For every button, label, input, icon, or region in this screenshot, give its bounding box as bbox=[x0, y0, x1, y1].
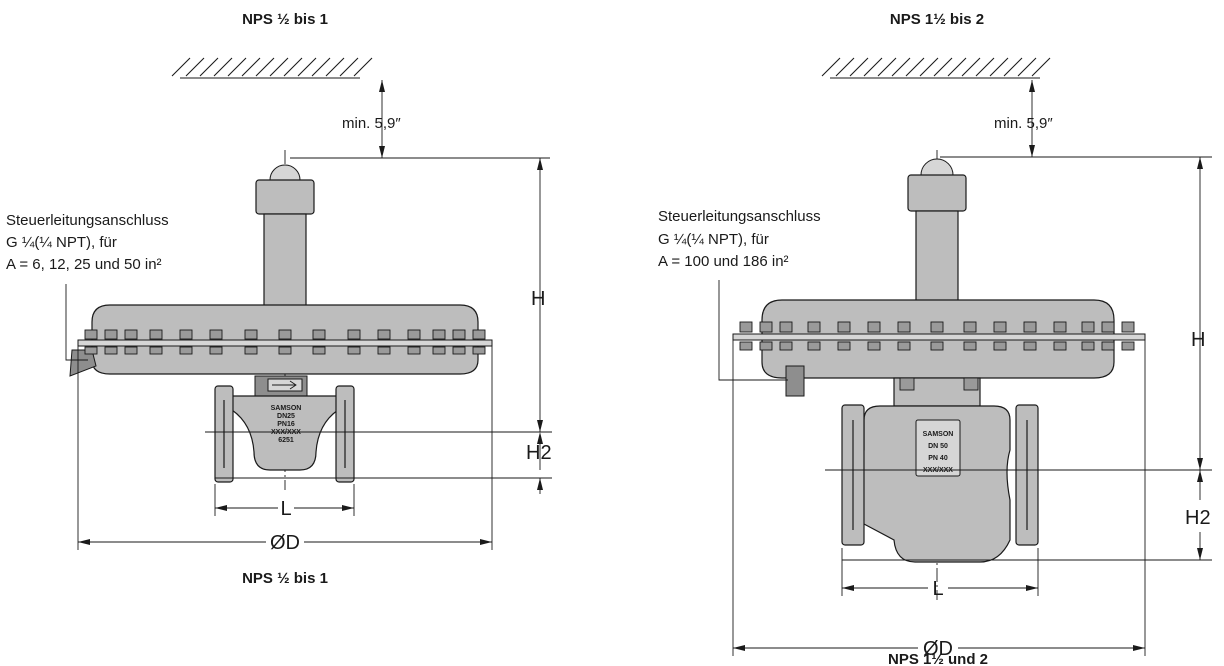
left-regulator: SAMSON DN25 PN16 XXX/XXX 6251 bbox=[69, 150, 493, 490]
svg-text:XXX/XXX: XXX/XXX bbox=[271, 429, 301, 436]
left-name-plate: SAMSON DN25 PN16 XXX/XXX 6251 bbox=[271, 405, 302, 444]
right-title-top: NPS 1½ bis 2 bbox=[890, 11, 984, 28]
svg-text:6251: 6251 bbox=[278, 437, 294, 444]
left-min-clearance-label: min. 5,9″ bbox=[342, 115, 401, 132]
left-dim-D-label: ØD bbox=[270, 532, 300, 554]
right-callout-line-1: Steuerleitungsanschluss bbox=[658, 208, 821, 225]
left-flange-bolts bbox=[84, 329, 486, 355]
left-title-bottom: NPS ½ bis 1 bbox=[242, 570, 328, 587]
svg-text:PN16: PN16 bbox=[277, 421, 295, 428]
svg-text:DN25: DN25 bbox=[277, 413, 295, 420]
right-regulator: SAMSON DN 50 PN 40 XXX/XXX bbox=[732, 150, 1146, 600]
svg-text:PN 40: PN 40 bbox=[928, 455, 948, 462]
left-dim-H2-label: H2 bbox=[526, 442, 552, 464]
left-dim-L-label: L bbox=[280, 498, 291, 520]
left-min-clearance-dimension: min. 5,9″ bbox=[290, 80, 550, 159]
right-callout-line-3: A = 100 und 186 in² bbox=[658, 253, 789, 270]
right-dim-H2-label: H2 bbox=[1185, 507, 1211, 529]
right-dim-D: ØD bbox=[732, 340, 1146, 660]
right-view: NPS 1½ bis 2 min. 5,9″ bbox=[658, 11, 1212, 666]
right-flange-bolts bbox=[739, 321, 1135, 351]
left-dim-L: L bbox=[214, 484, 355, 520]
left-dim-D: ØD bbox=[77, 346, 493, 554]
left-callout-line-2: G ¼(¼ NPT), für bbox=[6, 234, 117, 251]
right-dim-H-label: H bbox=[1191, 329, 1205, 351]
right-callout: Steuerleitungsanschluss G ¼(¼ NPT), für … bbox=[658, 208, 821, 381]
right-min-clearance-label: min. 5,9″ bbox=[994, 115, 1053, 132]
svg-text:DN 50: DN 50 bbox=[928, 443, 948, 450]
left-ceiling-hatch bbox=[171, 57, 373, 79]
left-callout-line-3: A = 6, 12, 25 und 50 in² bbox=[6, 256, 162, 273]
right-ceiling-hatch bbox=[821, 57, 1051, 79]
right-dim-L: L bbox=[841, 548, 1039, 600]
left-dim-H: H bbox=[531, 158, 545, 432]
svg-text:SAMSON: SAMSON bbox=[923, 431, 954, 438]
right-dim-H: H bbox=[1191, 157, 1205, 470]
left-title-top: NPS ½ bis 1 bbox=[242, 11, 328, 28]
right-title-bottom: NPS 1½ und 2 bbox=[888, 651, 988, 666]
left-dim-H2: H2 bbox=[526, 432, 552, 494]
left-callout: Steuerleitungsanschluss G ¼(¼ NPT), für … bbox=[6, 212, 169, 361]
right-dim-H2: H2 bbox=[1185, 470, 1211, 560]
right-name-plate: SAMSON DN 50 PN 40 XXX/XXX bbox=[923, 431, 954, 474]
right-dim-D-label: ØD bbox=[923, 638, 953, 660]
left-dim-H-label: H bbox=[531, 288, 545, 310]
left-callout-line-1: Steuerleitungsanschluss bbox=[6, 212, 169, 229]
left-view: NPS ½ bis 1 min. 5,9″ bbox=[6, 11, 552, 587]
right-dim-L-label: L bbox=[932, 578, 943, 600]
right-min-clearance-dimension: min. 5,9″ bbox=[940, 80, 1212, 158]
svg-text:XXX/XXX: XXX/XXX bbox=[923, 467, 953, 474]
svg-text:SAMSON: SAMSON bbox=[271, 405, 302, 412]
right-callout-line-2: G ¼(¼ NPT), für bbox=[658, 231, 769, 248]
